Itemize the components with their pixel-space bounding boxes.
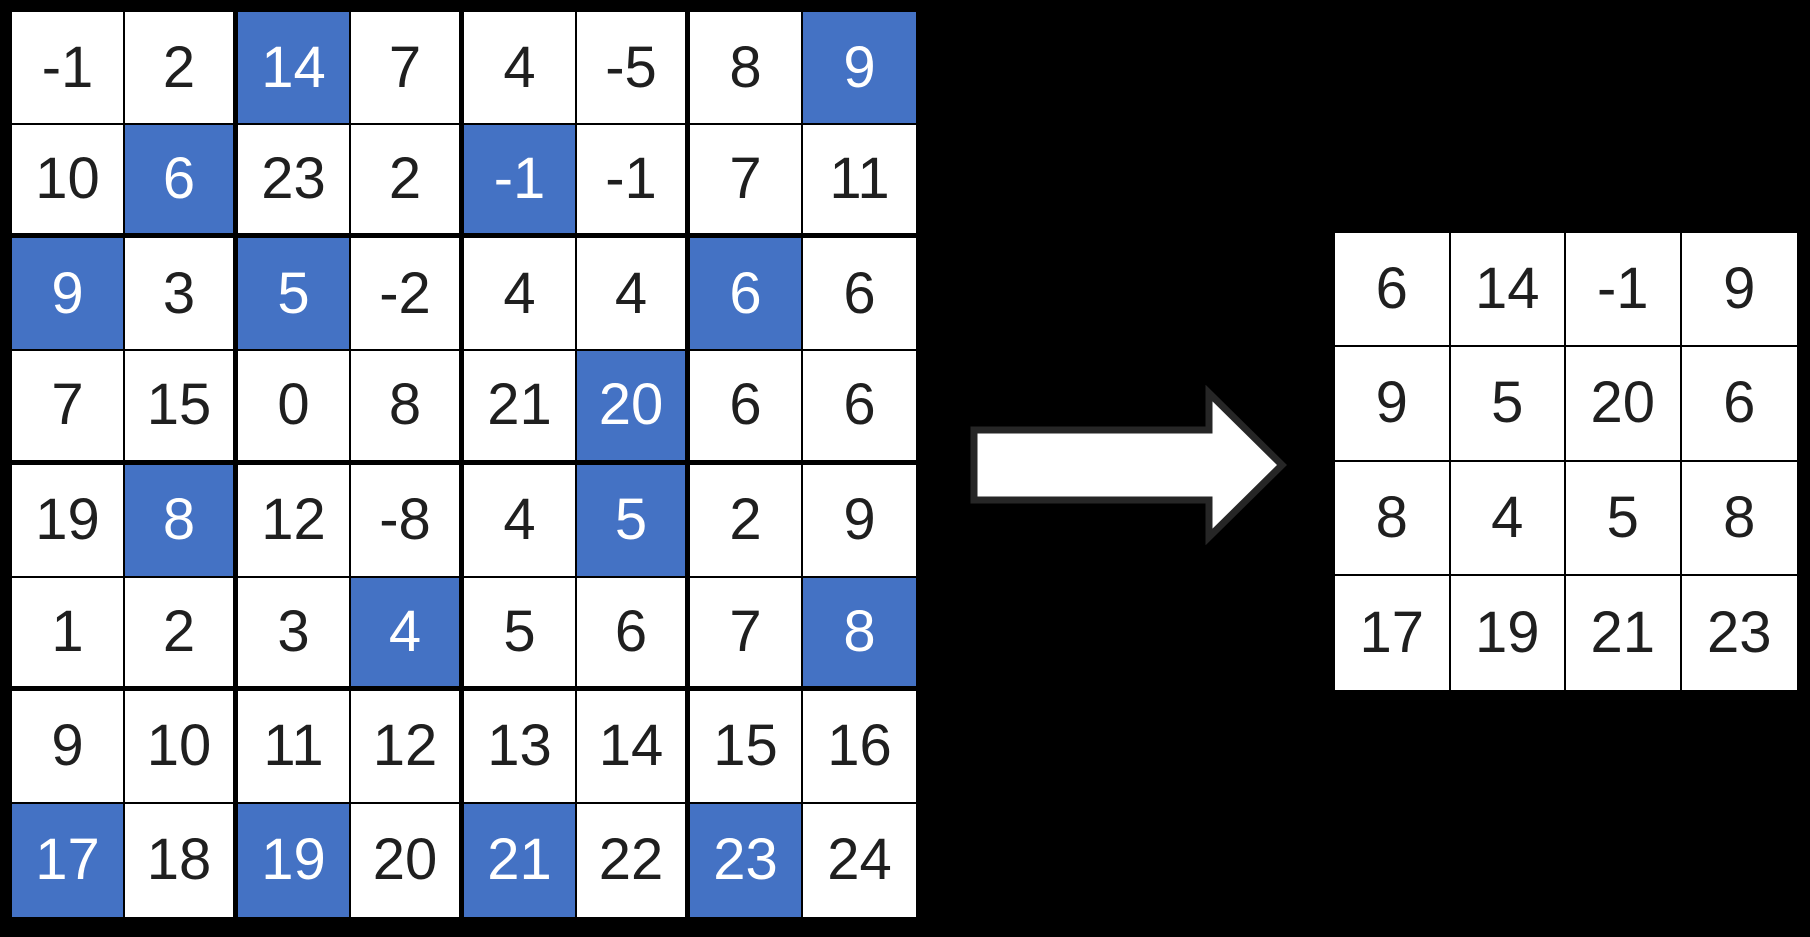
grid-cell: 10 bbox=[12, 125, 125, 239]
grid-cell: 19 bbox=[238, 803, 351, 917]
grid-cell: 8 bbox=[125, 464, 238, 578]
grid-cell: 12 bbox=[351, 690, 464, 804]
grid-cell: 5 bbox=[464, 577, 577, 691]
grid-cell: 6 bbox=[803, 351, 916, 465]
grid-cell: 6 bbox=[803, 238, 916, 352]
grid-cell: 2 bbox=[125, 12, 238, 126]
grid-cell: 15 bbox=[125, 351, 238, 465]
grid-cell: -1 bbox=[464, 125, 577, 239]
grid-cell: 3 bbox=[125, 238, 238, 352]
grid-cell: 0 bbox=[238, 351, 351, 465]
grid-cell: 4 bbox=[351, 577, 464, 691]
grid-cell: 6 bbox=[577, 577, 690, 691]
grid-cell: 20 bbox=[577, 351, 690, 465]
grid-cell: 22 bbox=[577, 803, 690, 917]
grid-cell: 1 bbox=[12, 577, 125, 691]
grid-cell: 15 bbox=[690, 690, 803, 804]
grid-cell: 4 bbox=[464, 238, 577, 352]
grid-cell: 8 bbox=[351, 351, 464, 465]
grid-cell: 9 bbox=[803, 12, 916, 126]
grid-cell: -2 bbox=[351, 238, 464, 352]
grid-cell: 21 bbox=[1566, 575, 1682, 690]
grid-cell: 6 bbox=[1681, 347, 1797, 462]
grid-cell: 5 bbox=[238, 238, 351, 352]
grid-cell: -1 bbox=[12, 12, 125, 126]
grid-cell: 6 bbox=[1335, 233, 1451, 348]
grid-cell: 23 bbox=[1681, 575, 1797, 690]
grid-cell: 14 bbox=[577, 690, 690, 804]
grid-cell: 20 bbox=[351, 803, 464, 917]
grid-cell: 17 bbox=[1335, 575, 1451, 690]
grid-cell: 11 bbox=[803, 125, 916, 239]
right-arrow-shape bbox=[970, 385, 1287, 545]
grid-cell: 8 bbox=[690, 12, 803, 126]
grid-cell: 16 bbox=[803, 690, 916, 804]
grid-cell: 14 bbox=[1450, 233, 1566, 348]
grid-cell: -5 bbox=[577, 12, 690, 126]
grid-cell: 7 bbox=[12, 351, 125, 465]
grid-cell: 9 bbox=[12, 690, 125, 804]
grid-cell: 5 bbox=[1566, 461, 1682, 576]
grid-cell: 12 bbox=[238, 464, 351, 578]
grid-cell: 19 bbox=[1450, 575, 1566, 690]
grid-cell: 13 bbox=[464, 690, 577, 804]
right-arrow-icon bbox=[970, 385, 1287, 545]
grid-cell: 5 bbox=[577, 464, 690, 578]
grid-cell: 18 bbox=[125, 803, 238, 917]
grid-cell: 9 bbox=[12, 238, 125, 352]
grid-cell: 17 bbox=[12, 803, 125, 917]
grid-cell: 10 bbox=[125, 690, 238, 804]
grid-cell: 4 bbox=[577, 238, 690, 352]
grid-cell: 7 bbox=[690, 577, 803, 691]
grid-cell: 7 bbox=[690, 125, 803, 239]
grid-cell: 2 bbox=[690, 464, 803, 578]
grid-cell: 4 bbox=[464, 464, 577, 578]
grid-cell: 9 bbox=[803, 464, 916, 578]
grid-cell: 8 bbox=[1681, 461, 1797, 576]
grid-cell: 24 bbox=[803, 803, 916, 917]
grid-cell: 21 bbox=[464, 803, 577, 917]
grid-cell: 21 bbox=[464, 351, 577, 465]
grid-cell: 6 bbox=[690, 351, 803, 465]
grid-cell: 20 bbox=[1566, 347, 1682, 462]
grid-cell: 4 bbox=[464, 12, 577, 126]
grid-cell: 9 bbox=[1335, 347, 1451, 462]
grid-cell: 5 bbox=[1450, 347, 1566, 462]
grid-cell: -8 bbox=[351, 464, 464, 578]
grid-cell: 23 bbox=[238, 125, 351, 239]
grid-cell: 6 bbox=[690, 238, 803, 352]
grid-cell: 11 bbox=[238, 690, 351, 804]
grid-cell: 2 bbox=[125, 577, 238, 691]
grid-cell: 14 bbox=[238, 12, 351, 126]
grid-cell: 7 bbox=[351, 12, 464, 126]
grid-cell: -1 bbox=[1566, 233, 1682, 348]
grid-cell: 8 bbox=[803, 577, 916, 691]
grid-cell: 8 bbox=[1335, 461, 1451, 576]
grid-cell: 9 bbox=[1681, 233, 1797, 348]
grid-cell: 19 bbox=[12, 464, 125, 578]
grid-cell: 3 bbox=[238, 577, 351, 691]
grid-cell: 6 bbox=[125, 125, 238, 239]
grid-cell: 23 bbox=[690, 803, 803, 917]
grid-cell: -1 bbox=[577, 125, 690, 239]
grid-cell: 2 bbox=[351, 125, 464, 239]
grid-cell: 4 bbox=[1450, 461, 1566, 576]
